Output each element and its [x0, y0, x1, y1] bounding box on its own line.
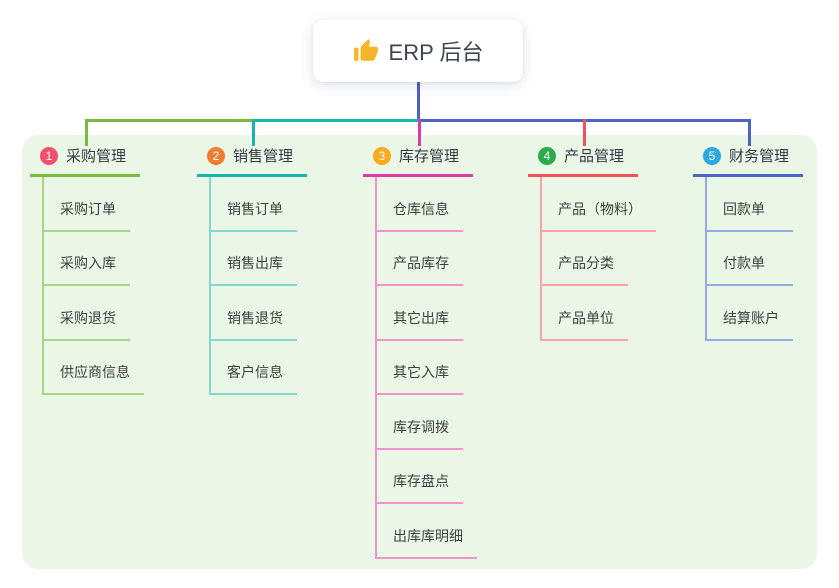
branch-3: 3 库存管理仓库信息产品库存其它出库其它入库库存调拨库存盘点出库库明细 — [363, 145, 477, 559]
root-node[interactable]: ERP 后台 — [313, 20, 523, 82]
branch-number-badge: 1 — [40, 146, 58, 165]
child-node[interactable]: 采购退货 — [44, 308, 130, 341]
branch-node-4[interactable]: 4 产品管理 — [528, 145, 639, 177]
branch-node-2[interactable]: 2 销售管理 — [197, 145, 308, 177]
branch-2: 2 销售管理销售订单销售出库销售退货客户信息 — [197, 145, 308, 395]
child-node[interactable]: 供应商信息 — [44, 362, 144, 395]
root-label: ERP 后台 — [388, 40, 484, 65]
branch-number-badge: 2 — [207, 146, 225, 165]
child-node[interactable]: 采购订单 — [44, 199, 130, 232]
branch-children-1: 采购订单采购入库采购退货供应商信息 — [42, 177, 144, 395]
branch-number-badge: 4 — [538, 146, 556, 165]
bus-segment-middle — [251, 119, 418, 122]
branch-label: 财务管理 — [729, 148, 790, 165]
child-node[interactable]: 结算账户 — [707, 308, 793, 341]
child-node[interactable]: 销售订单 — [211, 199, 297, 232]
child-node[interactable]: 仓库信息 — [377, 199, 463, 232]
bus-segment-left — [84, 119, 252, 122]
branch-number-badge: 3 — [373, 146, 391, 165]
child-node[interactable]: 出库库明细 — [377, 526, 477, 559]
child-node[interactable]: 产品单位 — [542, 308, 628, 341]
branch-node-1[interactable]: 1 采购管理 — [30, 145, 141, 177]
branch-node-5[interactable]: 5 财务管理 — [693, 145, 804, 177]
branch-children-3: 仓库信息产品库存其它出库其它入库库存调拨库存盘点出库库明细 — [375, 177, 477, 559]
child-node[interactable]: 付款单 — [707, 253, 793, 286]
child-node[interactable]: 产品（物料） — [542, 199, 656, 232]
branch-1: 1 采购管理采购订单采购入库采购退货供应商信息 — [30, 145, 144, 395]
child-node[interactable]: 回款单 — [707, 199, 793, 232]
branch-label: 采购管理 — [66, 148, 127, 165]
child-node[interactable]: 销售退货 — [211, 308, 297, 341]
mindmap-panel — [22, 135, 817, 569]
child-node[interactable]: 其它出库 — [377, 308, 463, 341]
branch-children-2: 销售订单销售出库销售退货客户信息 — [209, 177, 297, 395]
child-node[interactable]: 销售出库 — [211, 253, 297, 286]
child-node[interactable]: 产品库存 — [377, 253, 463, 286]
root-stem-connector — [416, 82, 420, 119]
child-node[interactable]: 库存盘点 — [377, 471, 463, 504]
branch-5: 5 财务管理回款单付款单结算账户 — [693, 145, 804, 341]
child-node[interactable]: 采购入库 — [44, 253, 130, 286]
child-node[interactable]: 产品分类 — [542, 253, 628, 286]
branch-node-3[interactable]: 3 库存管理 — [363, 145, 474, 177]
branch-label: 产品管理 — [564, 148, 625, 165]
branch-4: 4 产品管理产品（物料） 产品分类产品单位 — [528, 145, 656, 341]
branch-label: 销售管理 — [233, 148, 294, 165]
child-node[interactable]: 客户信息 — [211, 362, 297, 395]
child-node[interactable]: 其它入库 — [377, 362, 463, 395]
branch-children-5: 回款单付款单结算账户 — [705, 177, 793, 341]
branch-label: 库存管理 — [399, 148, 460, 165]
branch-number-badge: 5 — [703, 146, 721, 165]
bus-segment-right — [417, 119, 751, 122]
branch-children-4: 产品（物料） 产品分类产品单位 — [540, 177, 656, 341]
child-node[interactable]: 库存调拨 — [377, 417, 463, 450]
thumbs-up-icon — [353, 38, 379, 64]
